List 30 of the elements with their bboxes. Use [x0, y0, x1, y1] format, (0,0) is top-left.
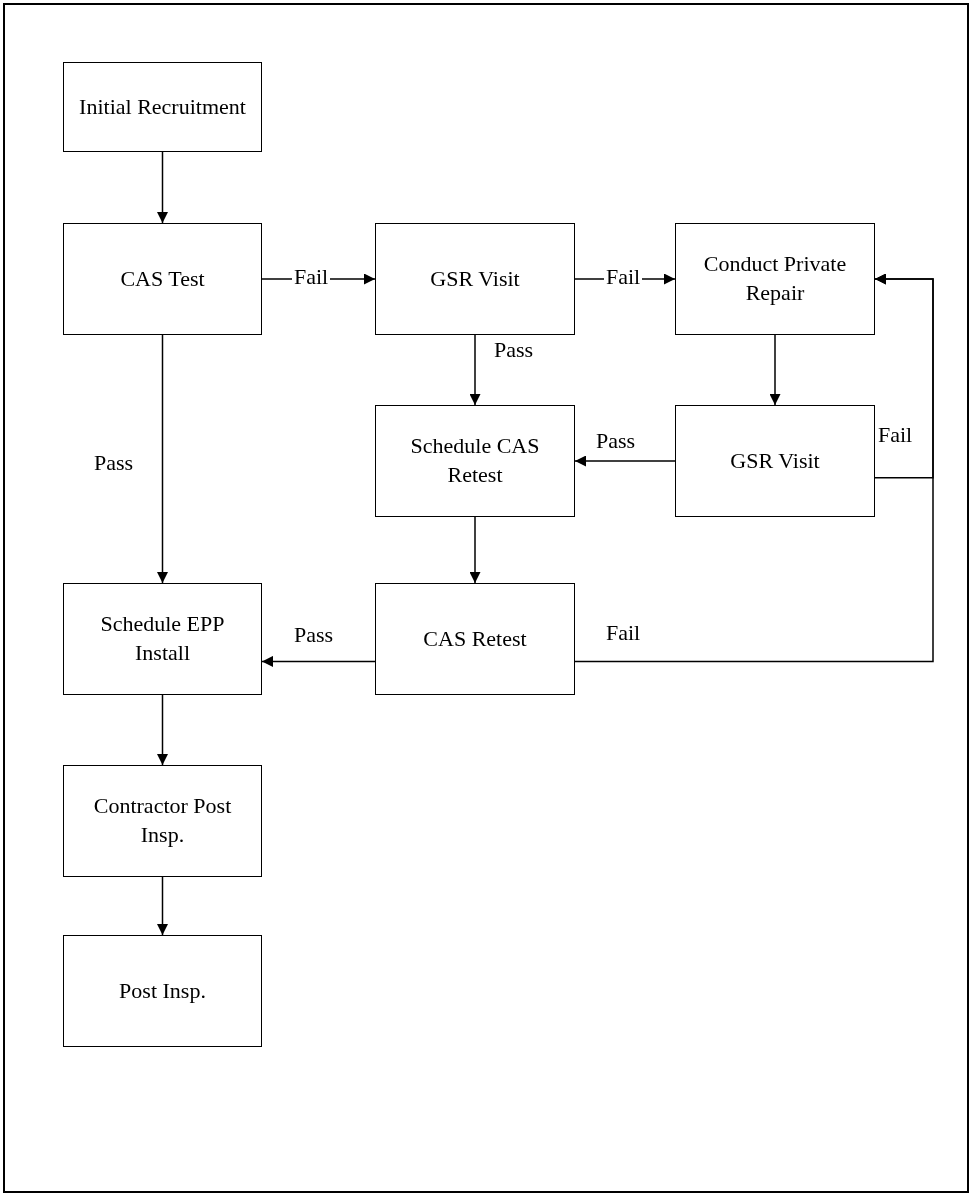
- process-box: [375, 223, 575, 335]
- arrow: [157, 151, 168, 224]
- box-label: Schedule EPP Install: [99, 610, 226, 667]
- process-box: [63, 765, 262, 877]
- box-label: GSR Visit: [730, 446, 820, 475]
- process-box: [63, 583, 262, 695]
- arrow: [469, 516, 481, 584]
- box-label: CAS Test: [120, 264, 205, 293]
- box-label: Conduct Private Repair: [702, 250, 848, 307]
- box-label: CAS Retest: [423, 624, 527, 653]
- arrow: [574, 273, 934, 663]
- arrow: [261, 655, 376, 667]
- box-label: Initial Recruitment: [79, 92, 246, 121]
- arrow: [157, 876, 168, 936]
- arrow: [769, 334, 781, 406]
- process-box: [675, 405, 875, 517]
- process-box: [375, 405, 575, 517]
- process-box: [675, 223, 875, 335]
- process-box: [375, 583, 575, 695]
- box-label: Contractor Post Insp.: [92, 792, 233, 849]
- process-box: [63, 935, 262, 1047]
- process-box: [63, 62, 262, 152]
- process-box: [63, 223, 262, 335]
- arrow: [469, 334, 481, 406]
- arrow: [574, 455, 676, 467]
- box-label: Schedule CAS Retest: [409, 432, 541, 489]
- arrow: [157, 694, 168, 766]
- box-label: GSR Visit: [430, 264, 520, 293]
- box-label: Post Insp.: [119, 976, 206, 1005]
- arrow: [157, 334, 168, 584]
